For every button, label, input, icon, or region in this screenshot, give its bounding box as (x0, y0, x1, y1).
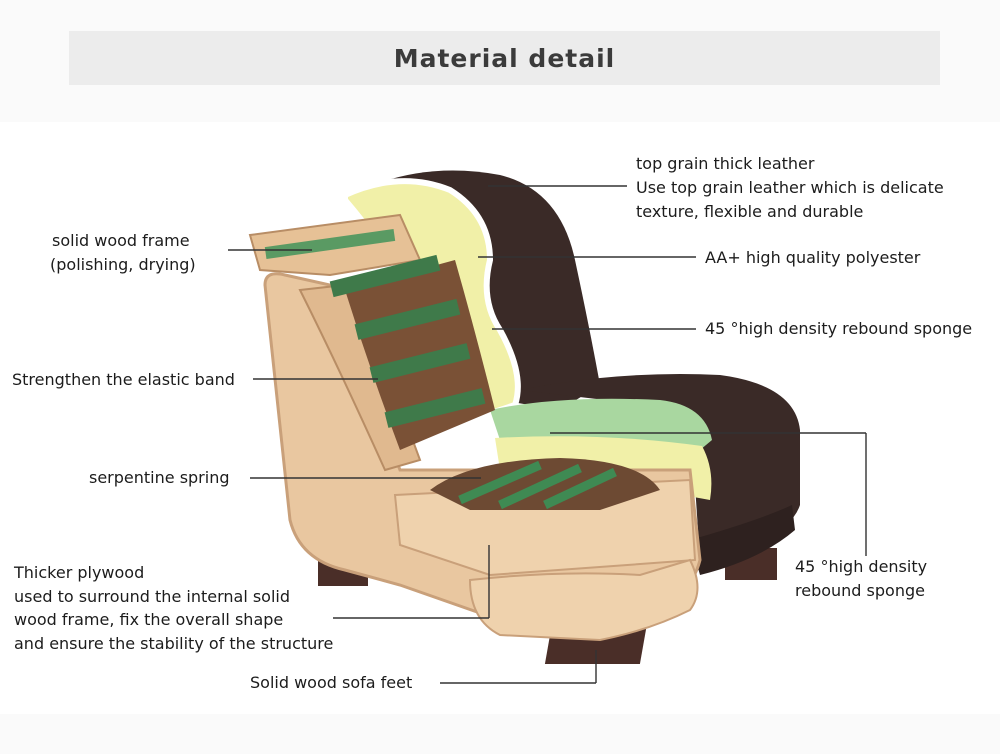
elastic-band-1 (329, 254, 441, 298)
label-wood-frame-1: solid wood frame (52, 231, 190, 250)
serpentine-spring-3 (543, 467, 617, 510)
serpentine-spring-1 (458, 460, 542, 505)
label-elastic-band: Strengthen the elastic band (12, 370, 235, 389)
leather-seat-cushion (520, 374, 800, 560)
label-plywood-2: used to surround the internal solid (14, 587, 291, 606)
label-plywood-4: and ensure the stability of the structur… (14, 634, 334, 653)
elastic-band-3 (369, 343, 471, 383)
serpentine-spring-2 (498, 463, 582, 510)
label-seat-sponge-1: 45 °high density (795, 557, 928, 576)
label-wood-frame-2: (polishing, drying) (50, 255, 196, 274)
elastic-band-4 (384, 388, 486, 428)
label-polyester: AA+ high quality polyester (705, 248, 921, 267)
label-serpentine-spring: serpentine spring (89, 468, 230, 487)
leader-lines (228, 185, 867, 684)
title-bar: Material detail (69, 31, 940, 85)
label-leather-title: top grain thick leather (636, 154, 815, 173)
elastic-band-top (264, 229, 396, 259)
leather-seat-lower (690, 505, 795, 575)
label-plywood-3: wood frame, fix the overall shape (14, 610, 284, 629)
page-title: Material detail (393, 43, 616, 73)
label-plywood-1: Thicker plywood (14, 563, 145, 582)
elastic-band-2 (354, 298, 461, 340)
label-leather-desc-2: texture, flexible and durable (636, 202, 864, 221)
plywood-front-roll (468, 558, 699, 642)
label-sponge-back: 45 °high density rebound sponge (705, 319, 973, 338)
label-leather-desc-1: Use top grain leather which is delicate (636, 178, 944, 197)
label-seat-sponge-2: rebound sponge (795, 581, 925, 600)
label-sofa-feet: Solid wood sofa feet (250, 673, 413, 692)
